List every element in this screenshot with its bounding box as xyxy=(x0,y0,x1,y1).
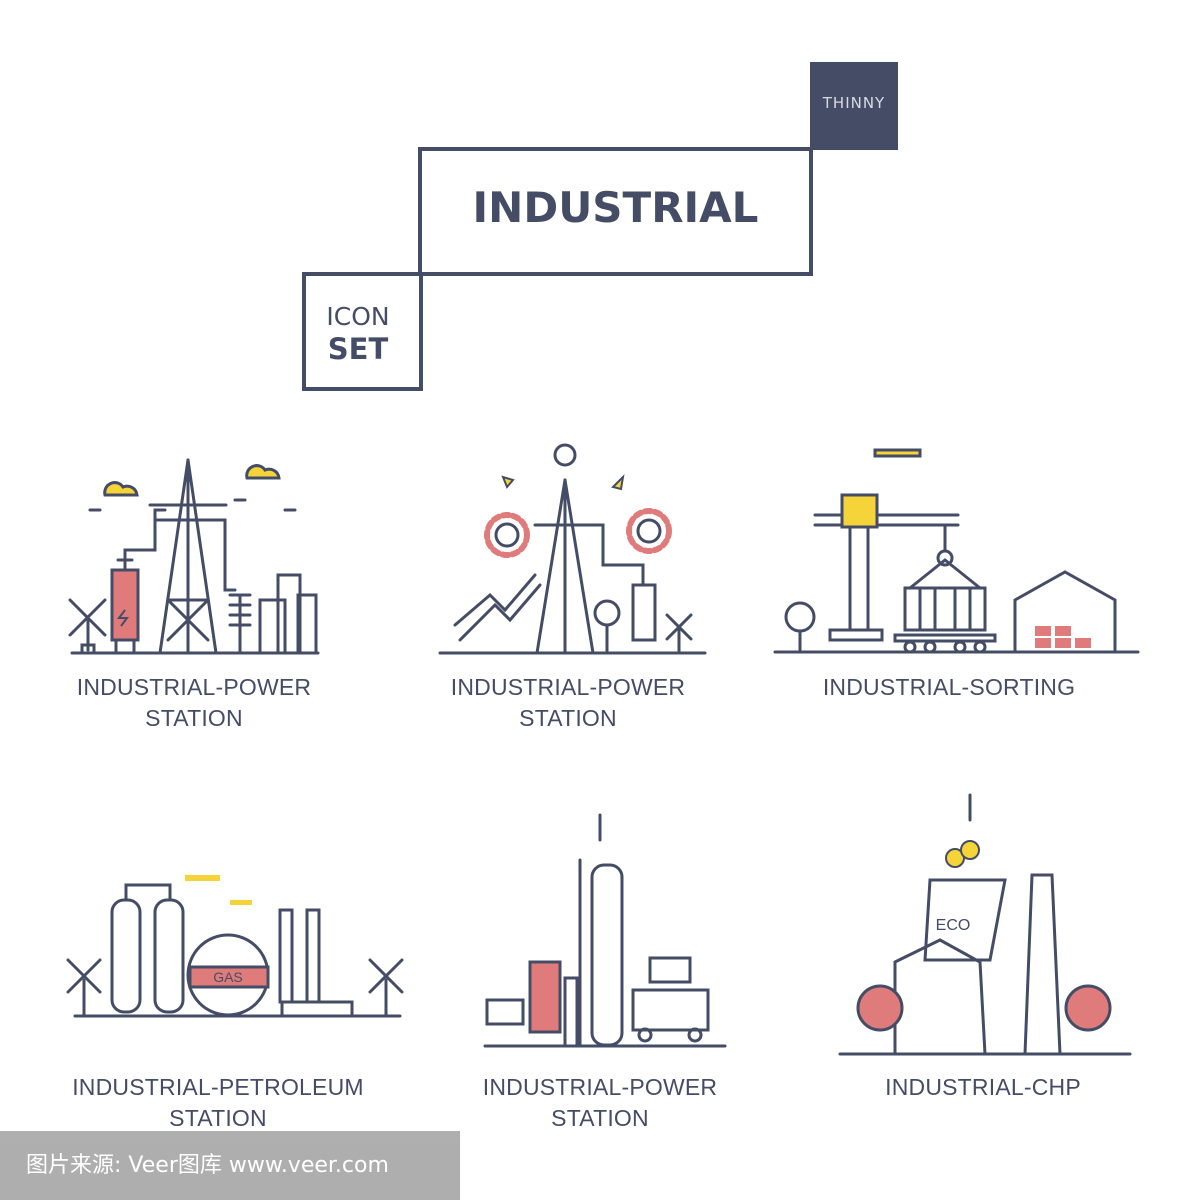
caption-line1: INDUSTRIAL-SORTING xyxy=(822,674,1076,700)
icon-set-box xyxy=(302,272,423,391)
main-title: INDUSTRIAL xyxy=(472,183,759,232)
sorting-icon xyxy=(773,448,1140,654)
badge-text: THINNY xyxy=(822,94,886,112)
caption-line1: INDUSTRIAL-CHP xyxy=(885,1074,1081,1100)
caption-sorting: INDUSTRIAL-SORTING xyxy=(789,672,1109,703)
caption-power-station-1: INDUSTRIAL-POWER STATION xyxy=(34,672,354,734)
caption-line1: INDUSTRIAL-POWER xyxy=(450,674,686,700)
power-station-icon-3 xyxy=(483,813,727,1048)
thinny-badge xyxy=(810,62,898,150)
icon-set-line2: SET xyxy=(327,332,389,366)
caption-power-station-3: INDUSTRIAL-POWER STATION xyxy=(440,1072,760,1134)
caption-power-station-2: INDUSTRIAL-POWER STATION xyxy=(408,672,728,734)
chp-icon: ECO xyxy=(838,793,1132,1056)
watermark: 图片来源: Veer图库 www.veer.com xyxy=(0,1131,460,1200)
caption-line2: STATION xyxy=(169,1105,267,1131)
caption-line1: INDUSTRIAL-POWER xyxy=(482,1074,718,1100)
caption-line2: STATION xyxy=(519,705,617,731)
power-station-icon-1 xyxy=(68,458,320,655)
caption-line2: STATION xyxy=(145,705,243,731)
caption-chp: INDUSTRIAL-CHP xyxy=(823,1072,1143,1103)
icon-set-line1: ICON xyxy=(326,302,390,331)
caption-line2: STATION xyxy=(551,1105,649,1131)
caption-petroleum-station: INDUSTRIAL-PETROLEUM STATION xyxy=(58,1072,378,1134)
petroleum-station-icon: GAS xyxy=(66,875,404,1018)
header-logo: THINNY INDUSTRIAL ICON SET xyxy=(0,0,1200,400)
caption-line1: INDUSTRIAL-POWER xyxy=(76,674,312,700)
main-title-box xyxy=(418,147,813,276)
caption-line1: INDUSTRIAL-PETROLEUM xyxy=(72,1074,364,1100)
gas-label: GAS xyxy=(213,969,243,985)
power-station-icon-2 xyxy=(438,443,707,655)
eco-label: ECO xyxy=(936,917,971,934)
